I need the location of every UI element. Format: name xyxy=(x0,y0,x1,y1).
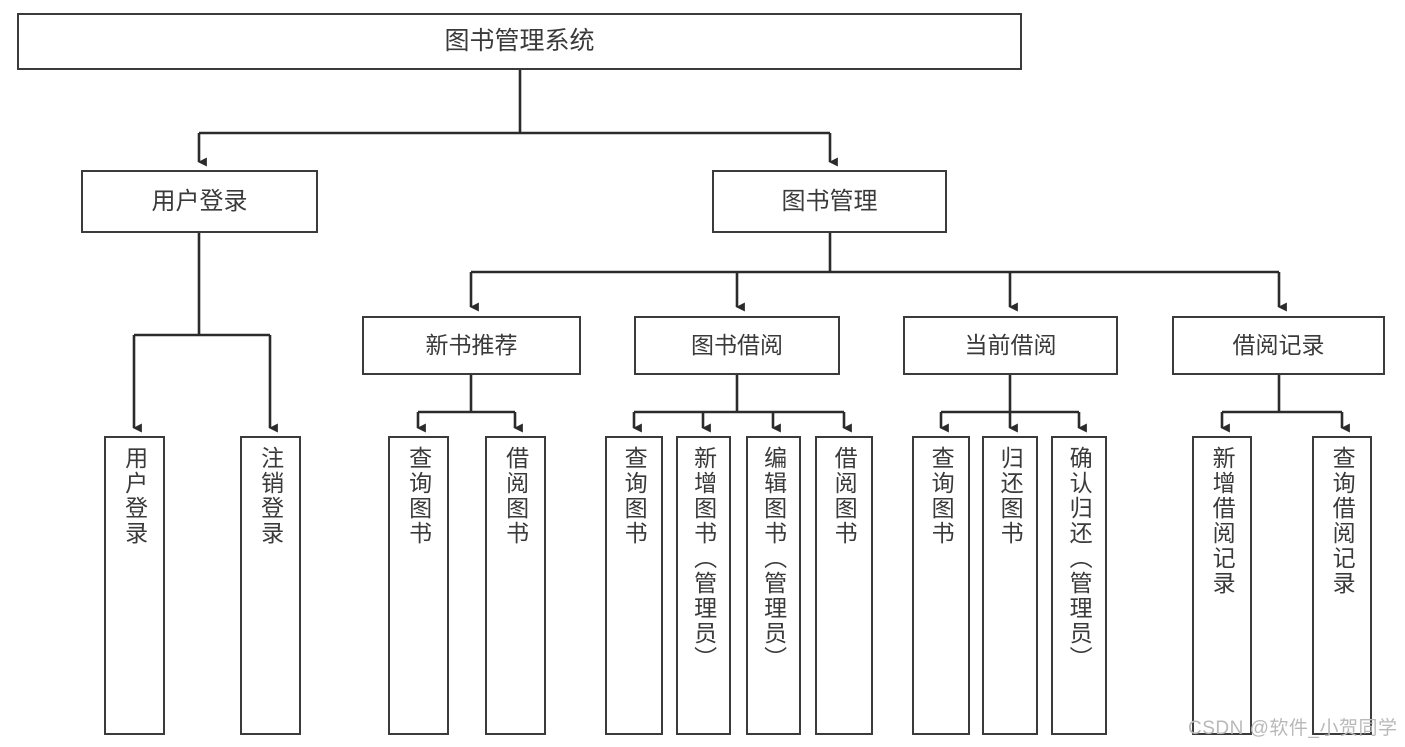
node-current-borrow[interactable]: 当前借阅 xyxy=(903,316,1118,375)
node-label: 用户登录 xyxy=(121,446,148,546)
leaf-recommend-query-book[interactable]: 查询图书 xyxy=(388,436,449,735)
node-label: 查询图书 xyxy=(928,446,955,546)
node-label: 图书借阅 xyxy=(691,332,783,358)
node-label: 编辑图书（管理员） xyxy=(760,446,787,671)
node-label: 图书管理 xyxy=(781,187,878,215)
node-label: 用户登录 xyxy=(151,187,248,215)
node-label: 查询图书 xyxy=(405,446,432,546)
leaf-current-return-book[interactable]: 归还图书 xyxy=(982,436,1038,735)
node-new-book-recommend[interactable]: 新书推荐 xyxy=(362,316,581,375)
node-borrow-record[interactable]: 借阅记录 xyxy=(1172,316,1385,375)
node-label: 图书管理系统 xyxy=(444,27,595,55)
node-label: 新增图书（管理员） xyxy=(690,446,717,671)
node-label: 归还图书 xyxy=(997,446,1024,546)
node-label: 新书推荐 xyxy=(425,332,518,358)
node-book-borrow[interactable]: 图书借阅 xyxy=(634,316,840,375)
leaf-recommend-borrow-book[interactable]: 借阅图书 xyxy=(485,436,546,735)
leaf-borrow-borrow-book[interactable]: 借阅图书 xyxy=(815,436,873,735)
node-label: 借阅图书 xyxy=(831,446,858,546)
leaf-user-logout[interactable]: 注销登录 xyxy=(240,436,301,735)
node-label: 借阅记录 xyxy=(1232,332,1325,358)
node-label: 借阅图书 xyxy=(502,446,529,546)
node-label: 新增借阅记录 xyxy=(1209,446,1236,596)
node-label: 当前借阅 xyxy=(964,332,1057,358)
leaf-current-query-book[interactable]: 查询图书 xyxy=(912,436,970,735)
node-user-login[interactable]: 用户登录 xyxy=(81,170,318,233)
leaf-user-login[interactable]: 用户登录 xyxy=(104,436,165,735)
watermark-text: CSDN @软件_小贺同学 xyxy=(1188,718,1398,739)
leaf-record-add-record[interactable]: 新增借阅记录 xyxy=(1192,436,1252,735)
node-label: 查询图书 xyxy=(621,446,648,546)
node-book-management[interactable]: 图书管理 xyxy=(712,170,947,233)
leaf-borrow-query-book[interactable]: 查询图书 xyxy=(605,436,663,735)
node-label: 确认归还（管理员） xyxy=(1066,446,1093,671)
node-root-system[interactable]: 图书管理系统 xyxy=(17,13,1022,70)
node-label: 查询借阅记录 xyxy=(1329,446,1356,596)
leaf-record-query-record[interactable]: 查询借阅记录 xyxy=(1312,436,1372,735)
node-label: 注销登录 xyxy=(257,446,284,546)
leaf-borrow-add-book-admin[interactable]: 新增图书（管理员） xyxy=(676,436,731,735)
leaf-current-confirm-return-admin[interactable]: 确认归还（管理员） xyxy=(1051,436,1107,735)
leaf-borrow-edit-book-admin[interactable]: 编辑图书（管理员） xyxy=(746,436,801,735)
